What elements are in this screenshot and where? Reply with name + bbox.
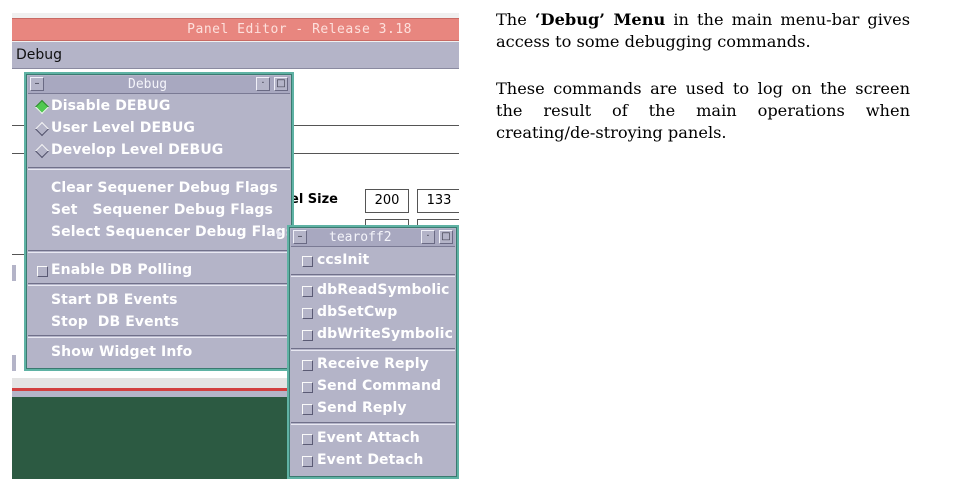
panel-size-label: el Size (290, 192, 339, 207)
description-text: in the main menu-bar gives access to som… (496, 10, 911, 51)
menu-item-enable-db-polling[interactable]: Enable DB Polling (51, 262, 193, 278)
checkbox-icon (302, 382, 313, 393)
menu-item-dbreadsymbolic[interactable]: dbReadSymbolic (317, 282, 450, 298)
edge-widget (12, 265, 16, 281)
checkbox-icon (302, 404, 313, 415)
window-menu-icon[interactable]: – (30, 77, 44, 91)
cascade-arrow-icon (277, 230, 283, 238)
checkbox-icon (302, 308, 313, 319)
tearoff2-menu: – tearoff2 · □ ccsInit dbReadSymbolic db… (287, 225, 459, 479)
tearoff-title: tearoff2 (329, 230, 392, 245)
checkbox-icon (302, 434, 313, 445)
checkbox-icon (302, 256, 313, 267)
lower-strip (12, 378, 459, 388)
checkbox-icon (37, 266, 48, 277)
menu-separator (28, 335, 290, 338)
menu-item-event-attach[interactable]: Event Attach (317, 430, 420, 446)
checkbox-icon (302, 456, 313, 467)
menu-item-start-db-events[interactable]: Start DB Events (51, 292, 178, 308)
tearoff-title-bar[interactable]: – Debug · □ (28, 76, 290, 94)
debug-tearoff-menu: – Debug · □ Disable DEBUG User Level DEB… (24, 72, 294, 371)
menu-item-disable-debug[interactable]: Disable DEBUG (51, 98, 171, 114)
minimize-icon[interactable]: · (421, 230, 435, 244)
menu-separator (28, 283, 290, 286)
radio-icon (34, 143, 50, 159)
description-paragraph-1: The ‘Debug’ Menu in the main menu-bar gi… (496, 9, 910, 53)
menu-item-clear-flags[interactable]: Clear Sequener Debug Flags (51, 180, 278, 196)
panel-height-field[interactable]: 133 (417, 189, 459, 213)
window-menu-icon[interactable]: – (293, 230, 307, 244)
menu-item-ccsinit[interactable]: ccsInit (317, 252, 370, 268)
maximize-icon[interactable]: □ (439, 230, 453, 244)
description-text: The (496, 10, 535, 29)
menu-debug[interactable]: Debug (16, 47, 63, 63)
menu-item-dbwritesymbolic[interactable]: dbWriteSymbolic (317, 326, 453, 342)
menu-separator (28, 250, 290, 253)
menu-item-develop-level-debug[interactable]: Develop Level DEBUG (51, 142, 224, 158)
menu-item-dbsetcwp[interactable]: dbSetCwp (317, 304, 398, 320)
red-separator (12, 388, 459, 391)
menu-item-stop-db-events[interactable]: Stop DB Events (51, 314, 180, 330)
menu-bar: Debug (12, 42, 459, 69)
menu-item-show-widget-info[interactable]: Show Widget Info (51, 344, 193, 360)
checkbox-icon (302, 360, 313, 371)
edge-widget (12, 355, 16, 371)
radio-icon (34, 121, 50, 137)
maximize-icon[interactable]: □ (274, 77, 288, 91)
checkbox-icon (302, 286, 313, 297)
checkbox-icon (302, 330, 313, 341)
window-title-bar[interactable]: Panel Editor - Release 3.18 (12, 13, 459, 42)
window-title: Panel Editor - Release 3.18 (187, 22, 412, 37)
minimize-icon[interactable]: · (256, 77, 270, 91)
tearoff-title: Debug (128, 77, 168, 92)
menu-item-receive-reply[interactable]: Receive Reply (317, 356, 429, 372)
menu-separator (291, 348, 455, 351)
radio-selected-icon (34, 99, 50, 115)
description-bold: ‘Debug’ Menu (534, 10, 666, 29)
menu-item-event-detach[interactable]: Event Detach (317, 452, 424, 468)
tearoff-title-bar[interactable]: – tearoff2 · □ (291, 229, 455, 247)
panel-width-field[interactable]: 200 (365, 189, 409, 213)
title-strip: Panel Editor - Release 3.18 (12, 18, 459, 41)
menu-separator (28, 167, 290, 170)
menu-item-set-flags[interactable]: Set Sequener Debug Flags (51, 202, 273, 218)
menu-item-user-level-debug[interactable]: User Level DEBUG (51, 120, 195, 136)
menu-item-send-command[interactable]: Send Command (317, 378, 442, 394)
menu-separator (291, 422, 455, 425)
menu-item-send-reply[interactable]: Send Reply (317, 400, 407, 416)
menu-item-select-flags[interactable]: Select Sequencer Debug Flags (51, 224, 295, 240)
menu-separator (291, 274, 455, 277)
description-paragraph-2: These commands are used to log on the sc… (496, 79, 910, 142)
